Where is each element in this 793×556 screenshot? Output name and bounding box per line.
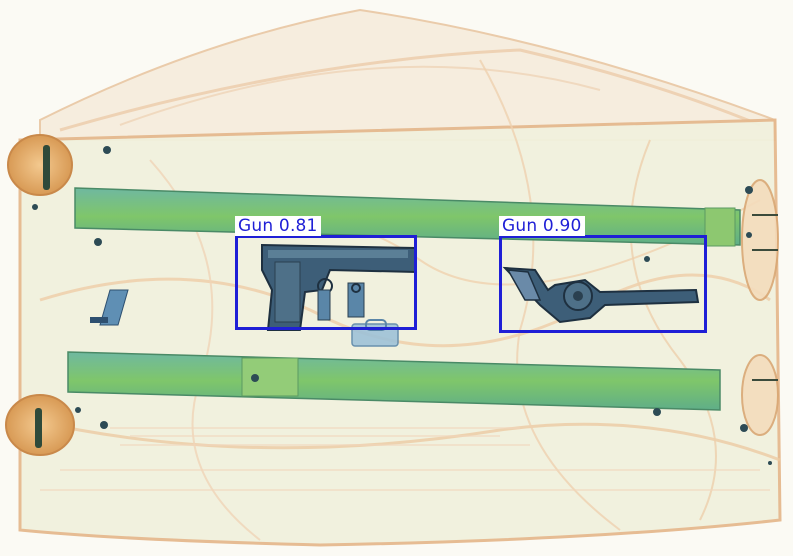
handle-rail-bottom [67,351,721,411]
revolver-silhouette [502,266,700,324]
bag-lid-outline [39,8,776,141]
detection-box-gun-2 [499,235,707,333]
detection-label-gun-1: Gun 0.81 [235,216,321,236]
rivets [32,146,772,465]
detection-box-gun-1 [235,235,417,330]
detection-label-gun-2: Gun 0.90 [499,216,585,236]
wheel-top-left [7,134,73,196]
pistol-silhouette [261,243,418,331]
